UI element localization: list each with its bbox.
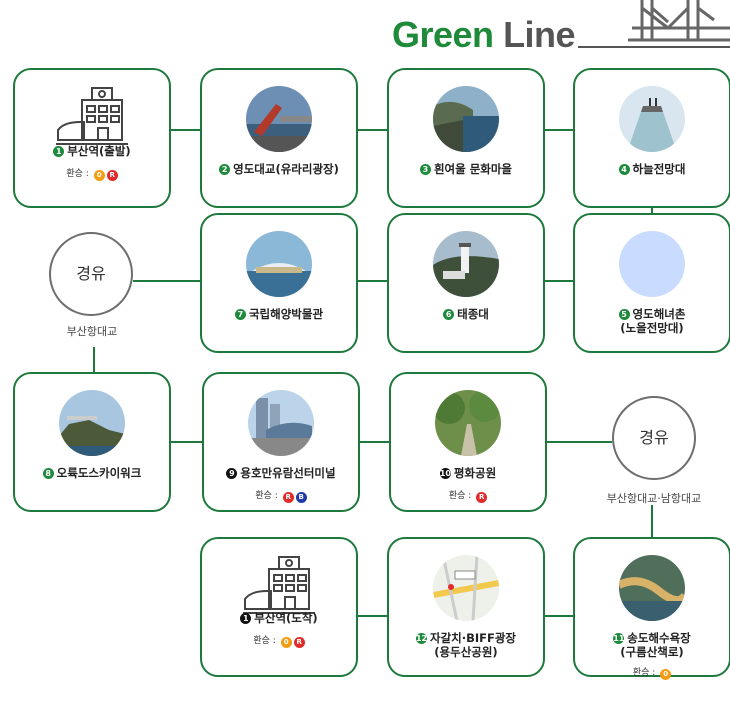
via-label: 경유 <box>76 264 106 283</box>
station-photo <box>433 86 499 152</box>
station-number: 1 <box>240 613 252 624</box>
station-name: 태종대 <box>457 307 489 321</box>
station-photo <box>619 555 685 621</box>
station-number: 12 <box>415 633 428 644</box>
rail-badge: R <box>293 637 305 648</box>
transfer-info: 환승 : 0 <box>575 665 729 680</box>
train-station-icon <box>56 87 128 145</box>
station-name: 송도해수욕장 <box>627 631 691 645</box>
subway-line-badge: 0 <box>280 637 292 648</box>
station-photo <box>246 86 312 152</box>
station-photo <box>248 390 314 456</box>
station-number: 7 <box>234 309 246 320</box>
subway-line-badge: 0 <box>93 170 105 181</box>
station-name: 부산역(도착) <box>254 611 318 625</box>
station-photo-placeholder <box>619 231 685 297</box>
title-line: Line <box>503 14 576 55</box>
station-name: 용호만유람선터미널 <box>240 466 336 480</box>
via-sublabel: 부산항대교·남항대교 <box>606 492 702 505</box>
subway-line-badge: 0 <box>660 669 672 680</box>
transfer-prefix: 환승 : <box>448 491 472 501</box>
rail-badge: R <box>106 170 118 181</box>
station-name: 영도대교(유라리광장) <box>233 162 339 176</box>
bus-badge: B <box>295 492 307 503</box>
via-point-circle: 경유 <box>612 396 696 480</box>
station-name-sub: (노을전망대) <box>620 321 684 335</box>
station-number: 8 <box>42 468 54 479</box>
station-number: 2 <box>219 164 231 175</box>
station-photo <box>435 390 501 456</box>
station-name: 자갈치·BIFF광장 <box>429 631 517 645</box>
train-station-icon <box>243 556 315 614</box>
via-label: 경유 <box>639 428 669 447</box>
station-name: 하늘전망대 <box>632 162 686 176</box>
station-number: 1 <box>53 146 65 157</box>
station-name-sub: (구름산책로) <box>620 645 684 659</box>
page-title: Green Line <box>392 14 576 56</box>
via-point-circle: 경유 <box>49 232 133 316</box>
station-name: 부산역(출발) <box>67 144 131 158</box>
transfer-prefix: 환승 : <box>255 491 278 501</box>
rail-badge: R <box>282 492 294 503</box>
station-number: 11 <box>613 633 625 644</box>
title-underline <box>578 46 730 48</box>
bridge-icon <box>628 0 730 42</box>
station-name: 영도해녀촌 <box>632 307 686 321</box>
station-photo <box>59 390 125 456</box>
station-number: 10 <box>439 468 451 479</box>
station-name: 국립해양박물관 <box>248 307 324 321</box>
station-photo <box>246 231 312 297</box>
station-name: 흰여울 문화마을 <box>433 162 513 176</box>
station-photo <box>619 86 685 152</box>
station-number: 6 <box>443 309 455 320</box>
rail-badge: R <box>476 492 488 503</box>
title-green: Green <box>392 14 494 55</box>
transfer-prefix: 환승 : <box>632 668 656 678</box>
station-number: 5 <box>618 309 630 320</box>
transfer-info: 환승 : R <box>391 488 545 503</box>
station-name: 평화공원 <box>453 466 497 480</box>
transfer-prefix: 환승 : <box>66 169 89 179</box>
via-sublabel: 부산항대교 <box>66 325 118 338</box>
station-number: 4 <box>618 164 630 175</box>
transfer-prefix: 환승 : <box>253 636 276 646</box>
station-number: 9 <box>226 468 238 479</box>
station-name-sub: (용두산공원) <box>434 645 498 659</box>
station-name: 오륙도스카이워크 <box>56 466 142 480</box>
station-number: 3 <box>419 164 431 175</box>
station-photo <box>433 231 499 297</box>
station-map-thumbnail <box>433 555 499 621</box>
